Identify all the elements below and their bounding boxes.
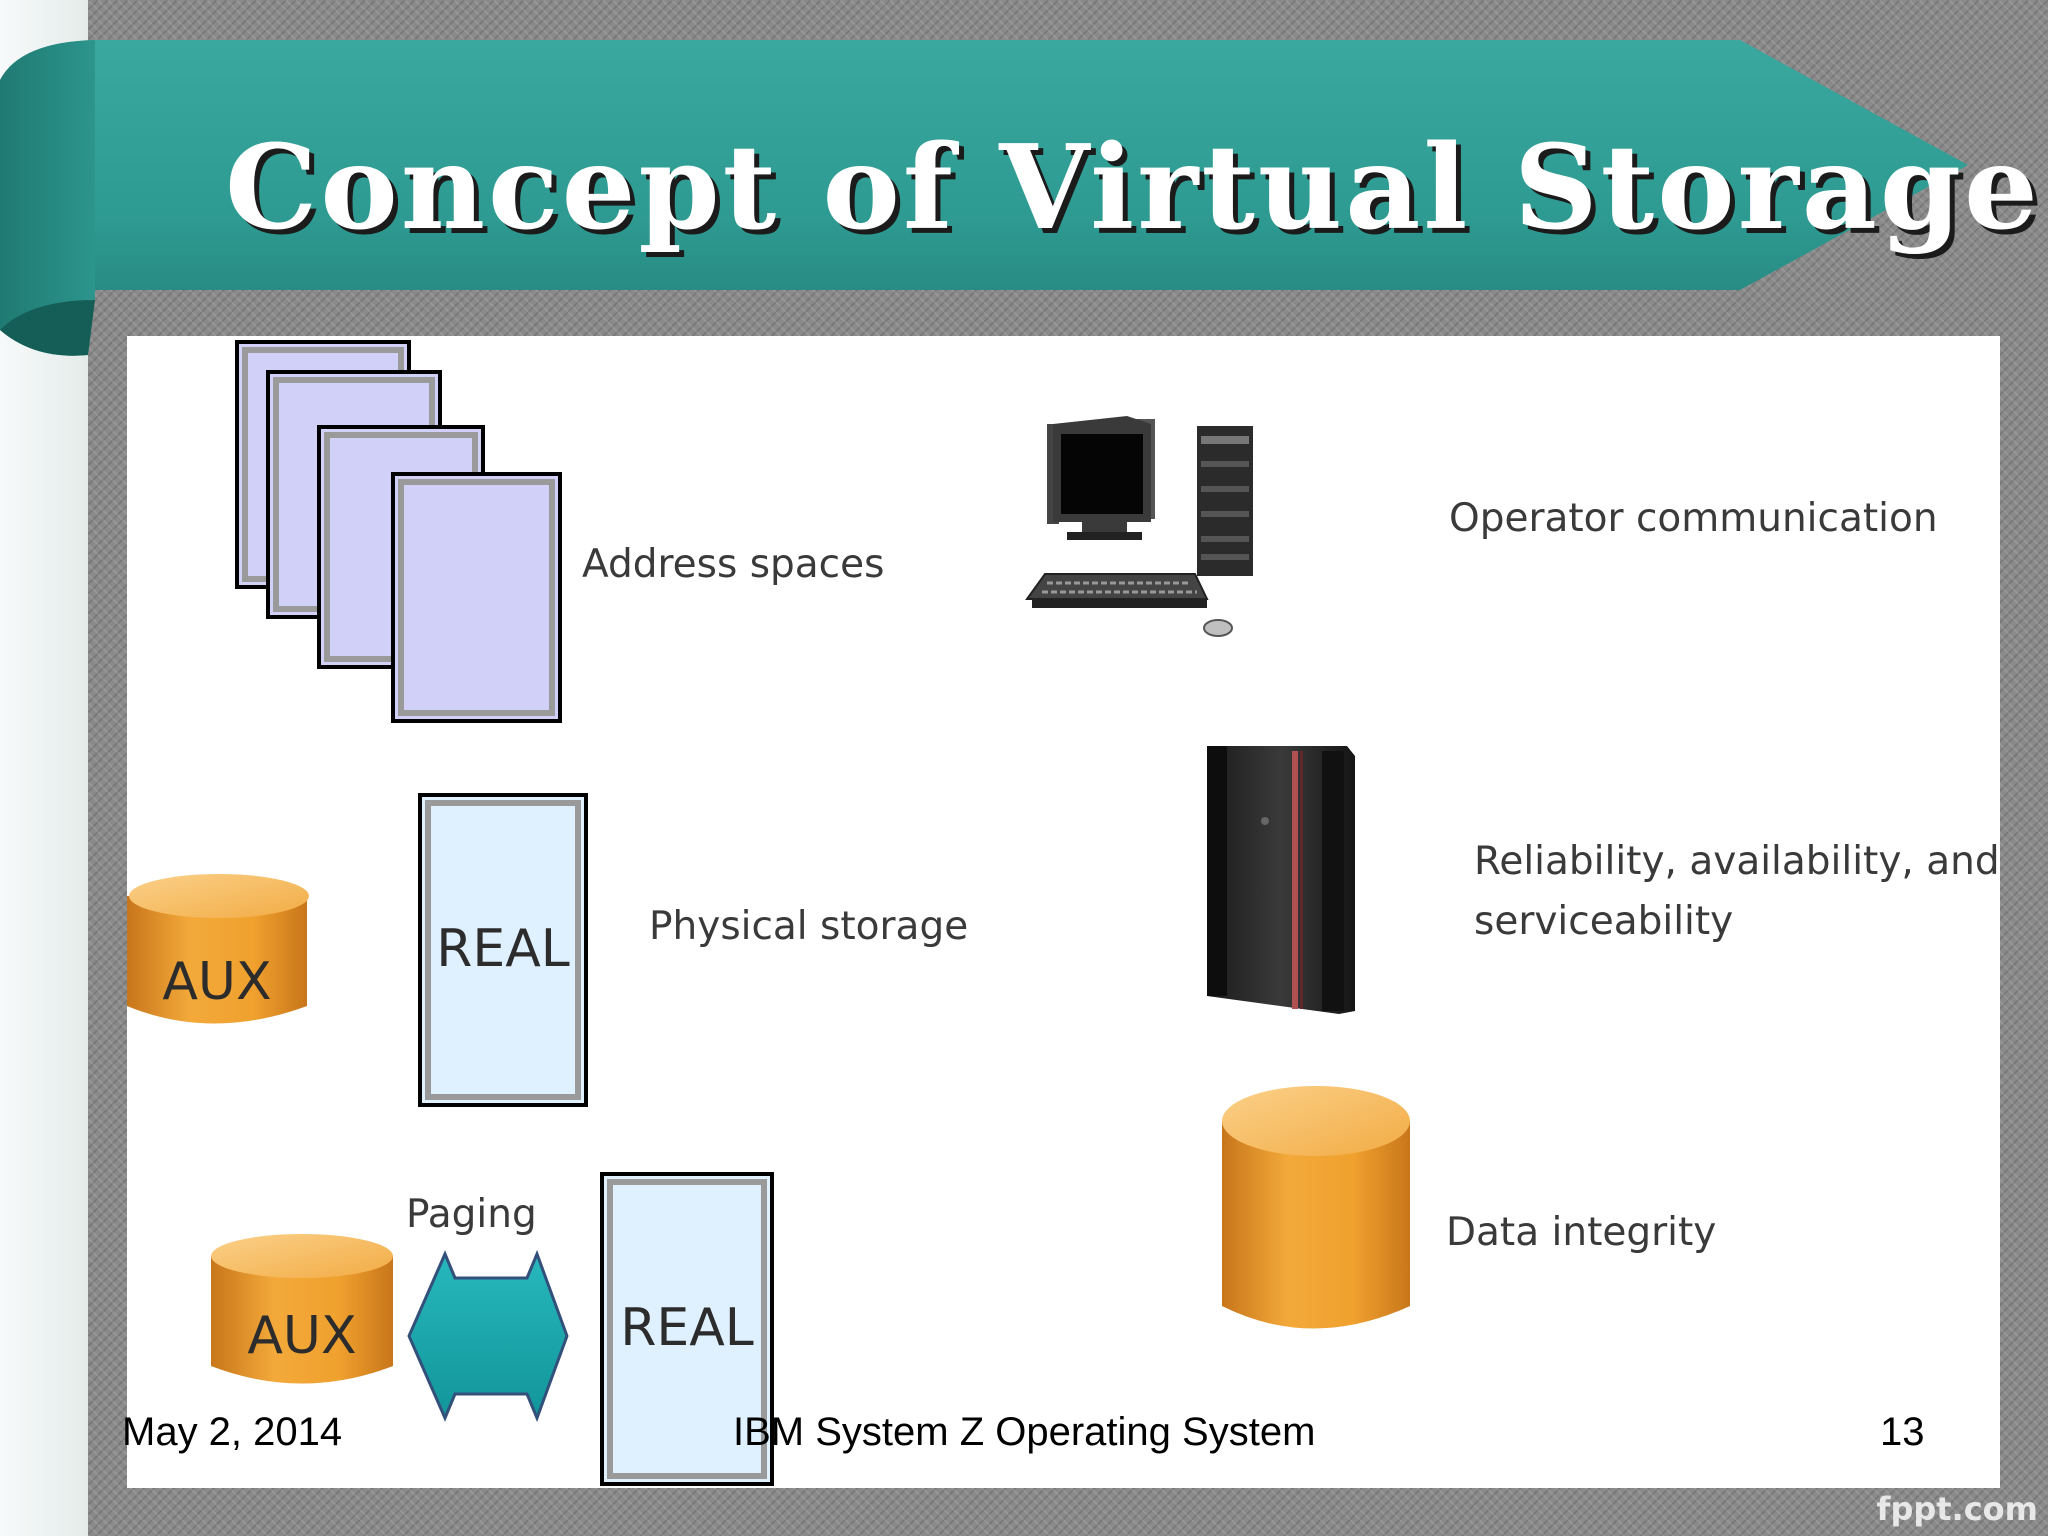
ras-label-line1: Reliability, availability, and <box>1474 839 2000 884</box>
desktop-computer-icon <box>1025 416 1253 637</box>
mainframe-server-icon <box>1207 746 1355 1014</box>
watermark: fppt.com <box>1876 1490 2038 1528</box>
aux-label-1: AUX <box>162 952 272 1012</box>
footer-page-number: 13 <box>1880 1410 1925 1454</box>
real-label-1: REAL <box>436 919 570 979</box>
aux-cylinder-2 <box>211 1234 393 1384</box>
slide-title: Concept of Virtual Storage <box>225 120 2041 256</box>
title-banner <box>0 40 1968 356</box>
operator-communication-label: Operator communication <box>1449 496 1938 541</box>
aux-label-2: AUX <box>247 1306 357 1366</box>
diagram-panel: REAL REAL AUX AUX Address spaces Physica… <box>127 336 2000 1488</box>
diagram-art <box>127 340 1410 1486</box>
real-storage-box-1 <box>418 793 588 1107</box>
paging-label: Paging <box>406 1192 537 1237</box>
database-cylinder-icon <box>1222 1086 1410 1329</box>
address-spaces-label: Address spaces <box>582 542 885 587</box>
double-arrow-icon <box>407 1249 569 1423</box>
footer-date: May 2, 2014 <box>122 1410 343 1454</box>
aux-cylinder-1 <box>127 874 309 1024</box>
real-storage-box-2 <box>600 1172 774 1486</box>
ras-label-line2: serviceability <box>1474 899 1734 944</box>
data-integrity-label: Data integrity <box>1446 1210 1717 1255</box>
real-label-2: REAL <box>620 1298 754 1358</box>
physical-storage-label: Physical storage <box>649 904 969 949</box>
stacked-pages-icon <box>235 340 562 723</box>
footer-center-text: IBM System Z Operating System <box>733 1410 1316 1454</box>
